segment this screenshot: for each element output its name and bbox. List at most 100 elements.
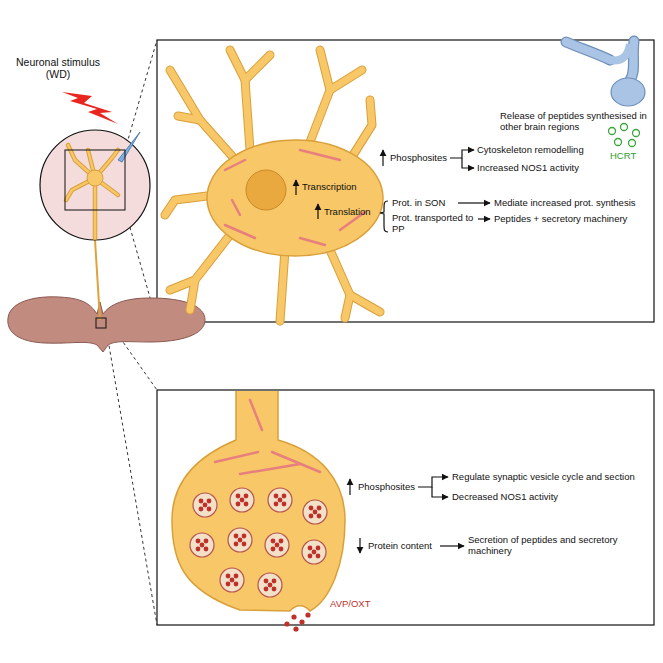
big-neuron [245,55,270,80]
big-neuron [350,100,372,160]
axon-terminal [279,539,284,544]
small-neuron [66,145,118,238]
axon-terminal [234,574,239,579]
annotation-label: Phosphosites [390,152,450,163]
axon-terminal [199,499,204,504]
axon-terminal [215,452,258,462]
annotation-arrows [295,180,296,195]
big-neuron [178,116,200,120]
axon-terminal [226,574,231,579]
zoom-lines [125,40,157,150]
big-neuron [178,116,200,120]
axon-terminal [271,539,276,544]
axon-terminal [268,488,292,512]
axon-terminal [240,464,300,474]
big-neuron [345,295,350,318]
axon-terminal [278,498,283,503]
axon-terminal [204,539,209,544]
axon-terminal [272,587,277,592]
hcrt-terminal [609,128,616,135]
axon-terminal [207,507,212,512]
big-neuron [330,70,362,90]
axon-terminal [172,391,345,611]
annotation-label: Increased NOS1 activity [477,162,607,173]
small-neuron [93,178,98,238]
big-neuron [300,238,325,245]
zoom-lines [106,328,157,625]
big-neuron [330,250,380,312]
axon-terminal [234,582,239,587]
annotation-label: Regulate synaptic vesicle cycle and sect… [452,471,652,482]
annotation-arrows [458,202,490,203]
big-neuron [230,50,250,150]
annotation-label: HCRT [610,150,654,161]
axon-terminal [258,573,282,597]
annotation-label: Prot. in SON [392,197,456,208]
axon-terminal [299,619,304,624]
hcrt-terminal [615,139,622,146]
annotation-label: Prot. transported to PP [392,212,476,234]
big-neuron [310,50,330,142]
annotation-label: Transcription [302,181,372,192]
big-neuron [207,140,383,256]
brain-slice [8,297,205,352]
annotation-label: Mediate increased prot. synthesis [494,197,652,208]
big-neuron [280,250,285,321]
zoom-square [96,318,106,328]
axon-terminal [230,488,254,512]
axon-terminal [309,514,314,519]
axon-terminal [240,498,245,503]
big-neuron [345,295,350,318]
axon-terminal [308,554,313,559]
axon-terminal [215,400,320,474]
big-neuron [310,50,330,142]
small-neuron [87,170,103,186]
annotation-label: Peptides + secretory machinery [494,213,652,224]
axon-terminal [196,547,201,552]
axon-terminal [309,506,314,511]
axon-terminal [316,554,321,559]
zoom-square [65,150,125,210]
big-neuron [300,150,340,160]
big-neuron [230,50,250,150]
axon-terminal [193,493,217,517]
axon-terminal [228,528,252,552]
axon-terminal [264,579,269,584]
hcrt-terminal [610,44,630,60]
axon-terminal [220,568,244,592]
big-neuron [330,250,380,312]
axon-terminal [282,494,287,499]
axon-terminal [258,573,282,597]
axon-terminal [226,582,231,587]
axon-terminal [302,540,326,564]
axon-terminal [230,578,235,583]
bottom-panel [157,390,654,625]
annotation-label: Decreased NOS1 activity [452,491,652,502]
axon-terminal [244,494,249,499]
axon-terminal [264,587,269,592]
annotation-label: Translation [324,206,382,217]
big-neuron [170,70,240,165]
axon-terminal [265,533,289,557]
axon-terminal [268,583,273,588]
axon-terminal [250,400,262,430]
annotation-arrows [317,204,318,219]
axon-terminal [308,546,313,551]
axon-terminal [238,538,243,543]
big-neuron [246,170,286,210]
annotation-label: Release of peptides synthesised in other… [500,110,652,132]
axon-terminal [199,507,204,512]
pipette [118,132,140,162]
axon-terminal [220,568,244,592]
axon-terminal [190,533,214,557]
axon-terminal [312,550,317,555]
axon-projection [95,240,100,320]
hcrt-terminal [629,140,636,147]
big-neuron [190,235,230,310]
axon-terminal [317,514,322,519]
axon-terminal [242,534,247,539]
big-neuron [280,250,285,321]
big-neuron [170,70,240,165]
big-neuron [330,70,362,90]
axon-terminal [203,503,208,508]
